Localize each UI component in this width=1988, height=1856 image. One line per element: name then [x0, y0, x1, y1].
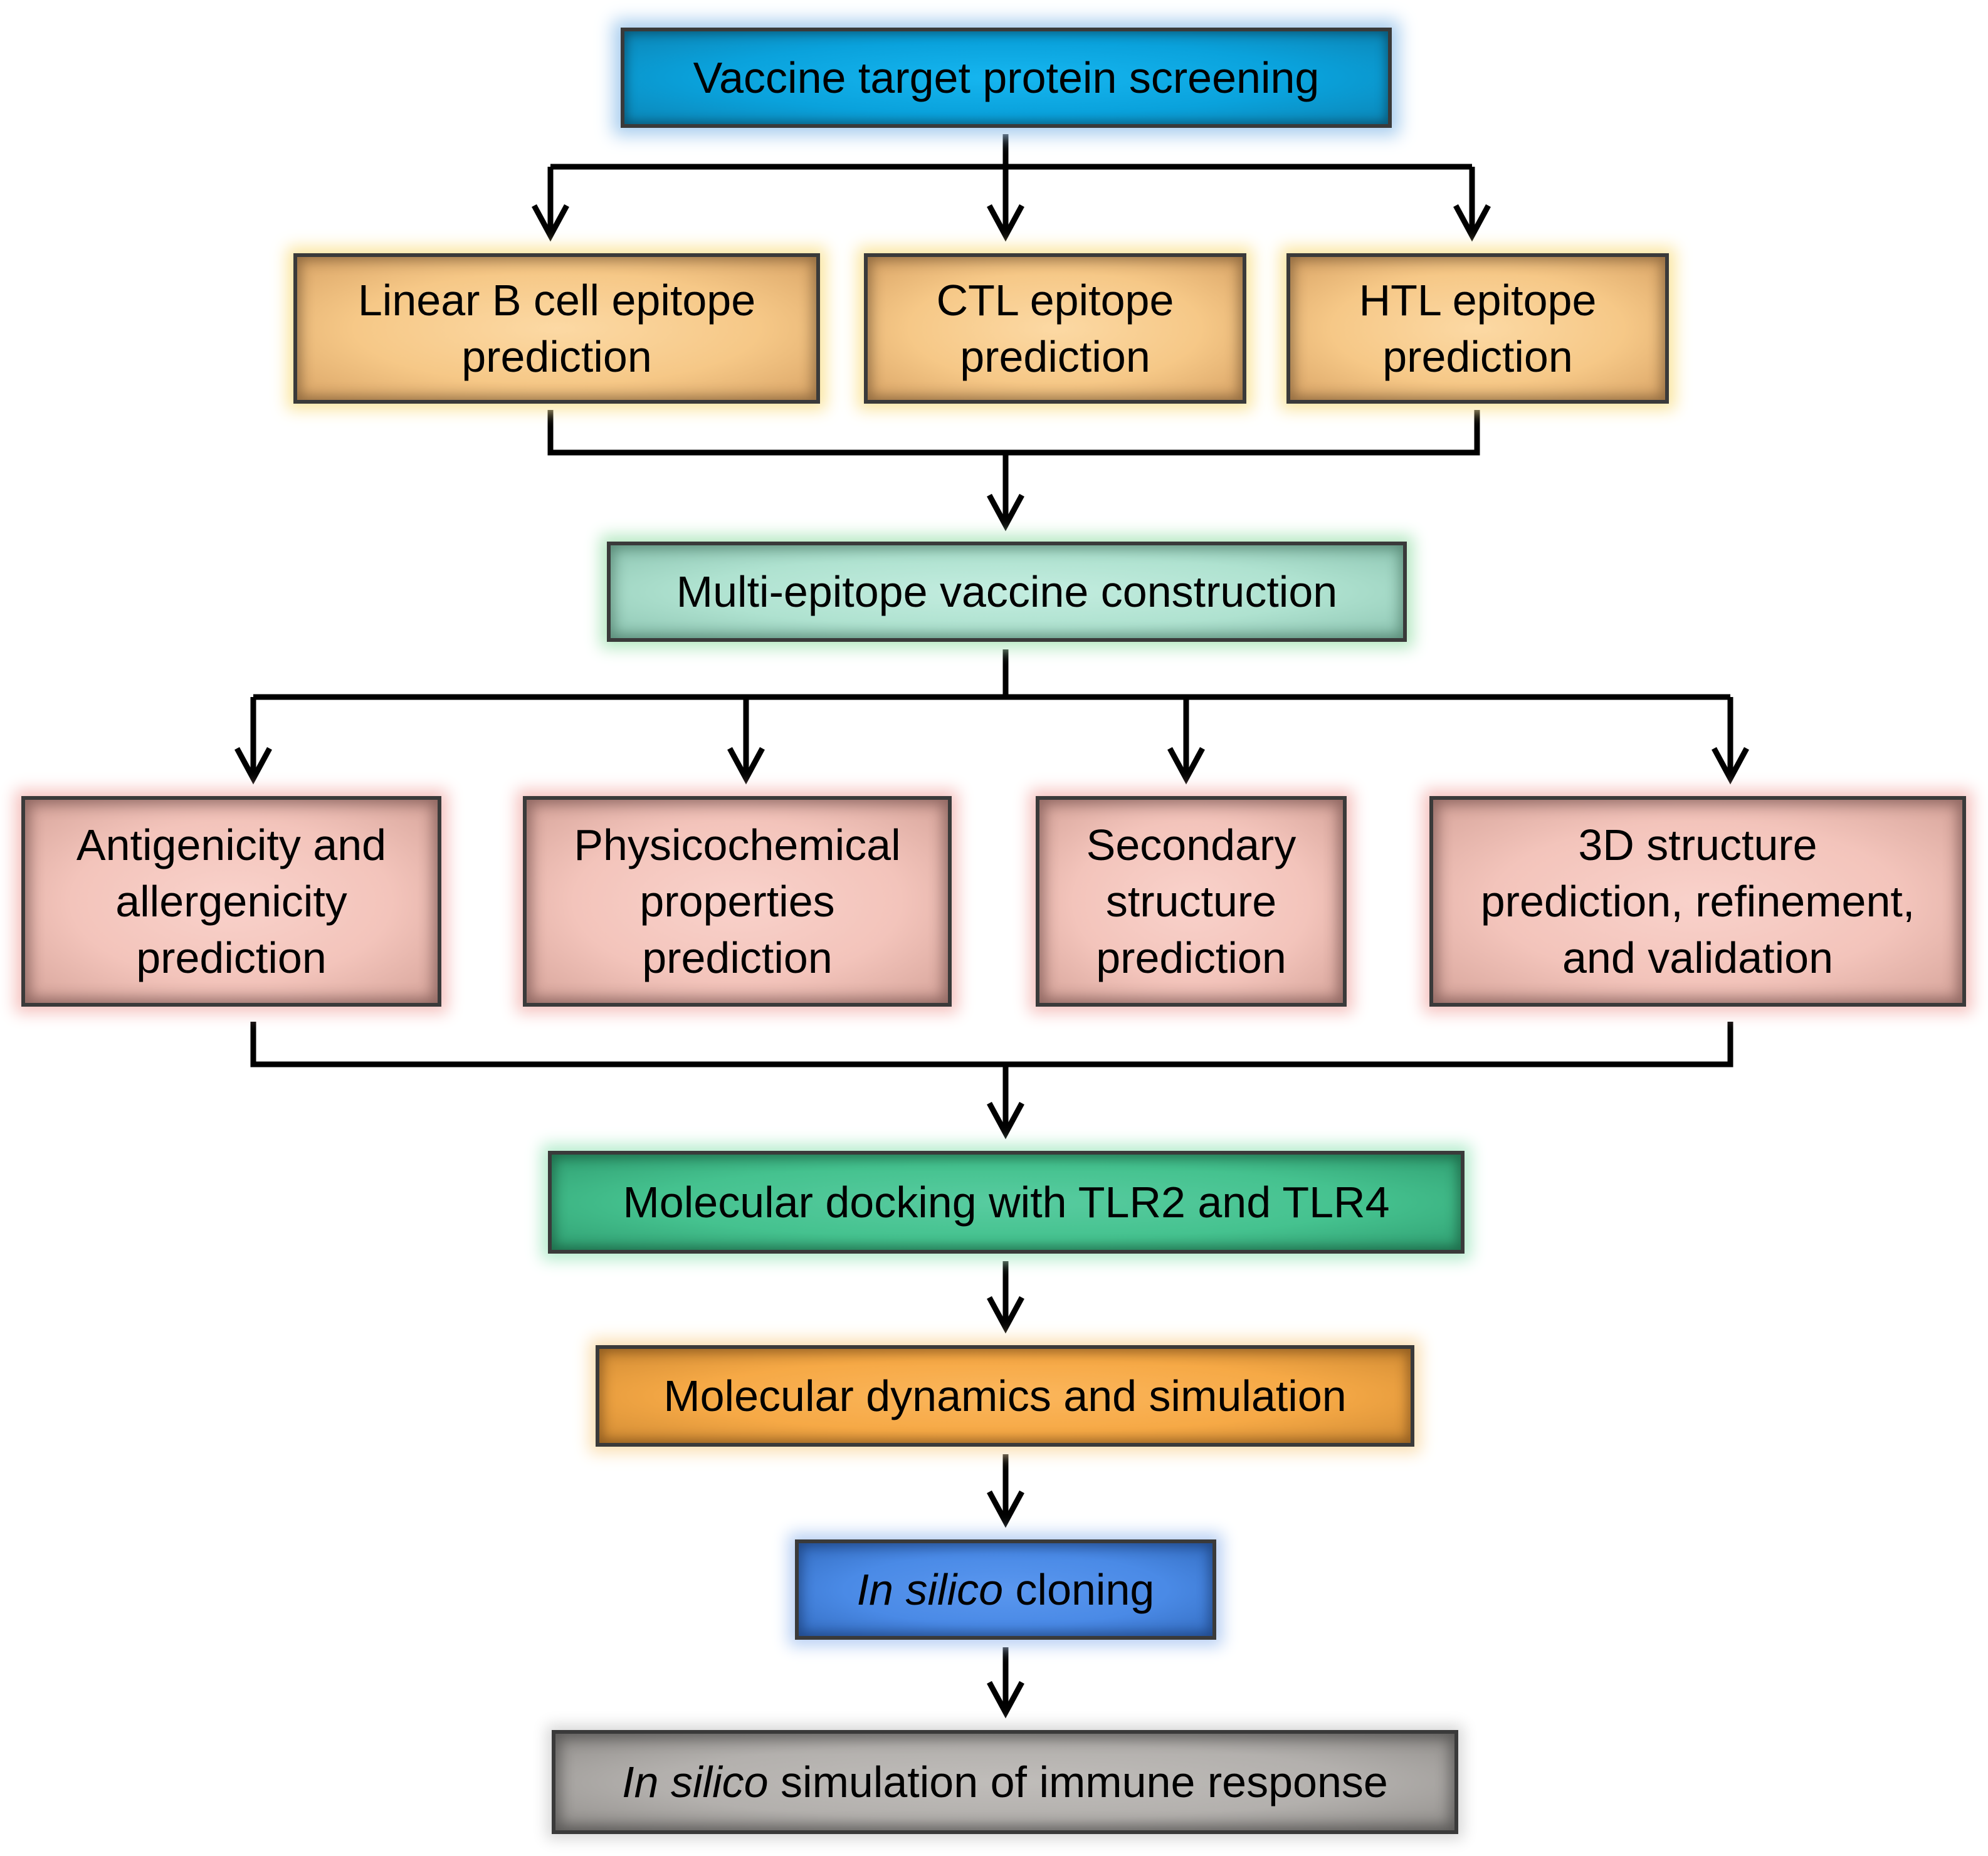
node-label-line: and validation — [1562, 933, 1833, 982]
node-htl-epitope: HTL epitope prediction — [1286, 253, 1669, 404]
node-label-line: Molecular docking with TLR2 and TLR4 — [623, 1178, 1390, 1227]
node-label-line: allergenicity — [115, 877, 347, 926]
node-vaccine-target-screening: Vaccine target protein screening — [621, 28, 1392, 128]
node-label-line: prediction — [136, 933, 327, 982]
node-antigenicity-allergenicity: Antigenicity and allergenicity predictio… — [21, 796, 441, 1007]
arrowhead-antigenicity — [234, 747, 272, 785]
node-label-line: prediction, refinement, — [1480, 877, 1915, 926]
node-label-line: HTL epitope — [1359, 276, 1597, 325]
node-label-line: Linear B cell epitope — [357, 276, 756, 325]
node-label-line: Molecular dynamics and simulation — [663, 1371, 1347, 1420]
node-molecular-docking: Molecular docking with TLR2 and TLR4 — [548, 1151, 1465, 1254]
arrowhead-htl — [1453, 204, 1491, 242]
node-label-line: Physicochemical — [574, 821, 901, 869]
node-label-line: CTL epitope — [936, 276, 1174, 325]
node-label-line: Multi-epitope vaccine construction — [676, 567, 1338, 616]
node-linear-b-cell-epitope: Linear B cell epitope prediction — [293, 253, 820, 404]
arrowhead-secondary — [1167, 747, 1205, 785]
node-label-line: prediction — [1382, 332, 1573, 381]
node-label-line: In silico simulation of immune response — [622, 1754, 1388, 1810]
node-label-line: 3D structure — [1578, 821, 1817, 869]
connector-row4-merge — [250, 1022, 1733, 1067]
arrowhead-physicochemical — [727, 747, 765, 785]
arrowhead-linear-b — [532, 204, 569, 242]
node-label-line: Antigenicity and — [76, 821, 387, 869]
node-label-line: prediction — [1096, 933, 1286, 982]
node-label-line: In silico cloning — [857, 1561, 1155, 1618]
arrowhead-cloning — [987, 1490, 1024, 1528]
node-in-silico-cloning: In silico cloning — [795, 1539, 1216, 1640]
node-label-italic: In silico — [622, 1758, 769, 1806]
node-label-line: properties — [639, 877, 835, 926]
node-label-line: prediction — [642, 933, 833, 982]
arrowhead-3d-structure — [1712, 747, 1749, 785]
node-label-line: prediction — [461, 332, 652, 381]
node-physicochemical-properties: Physicochemical properties prediction — [523, 796, 952, 1007]
arrowhead-multi-epitope — [987, 493, 1024, 532]
node-label-rest: cloning — [1003, 1565, 1155, 1614]
node-label-line: Vaccine target protein screening — [693, 53, 1320, 102]
node-multi-epitope-construction: Multi-epitope vaccine construction — [607, 542, 1407, 642]
node-label-line: prediction — [960, 332, 1150, 381]
node-3d-structure: 3D structure prediction, refinement, and… — [1429, 796, 1966, 1007]
arrowhead-dynamics — [987, 1296, 1024, 1334]
node-molecular-dynamics: Molecular dynamics and simulation — [596, 1345, 1414, 1447]
node-label-rest: simulation of immune response — [768, 1758, 1388, 1806]
node-label-italic: In silico — [856, 1565, 1004, 1614]
node-label-line: structure — [1105, 877, 1277, 926]
arrowhead-immune — [987, 1680, 1024, 1719]
node-label-line: Secondary — [1086, 821, 1296, 869]
node-secondary-structure: Secondary structure prediction — [1036, 796, 1347, 1007]
arrowhead-ctl — [987, 204, 1024, 242]
connector-row2-merge — [547, 410, 1480, 456]
node-immune-response-simulation: In silico simulation of immune response — [552, 1730, 1458, 1834]
node-ctl-epitope: CTL epitope prediction — [864, 253, 1246, 404]
arrowhead-docking — [987, 1101, 1024, 1140]
